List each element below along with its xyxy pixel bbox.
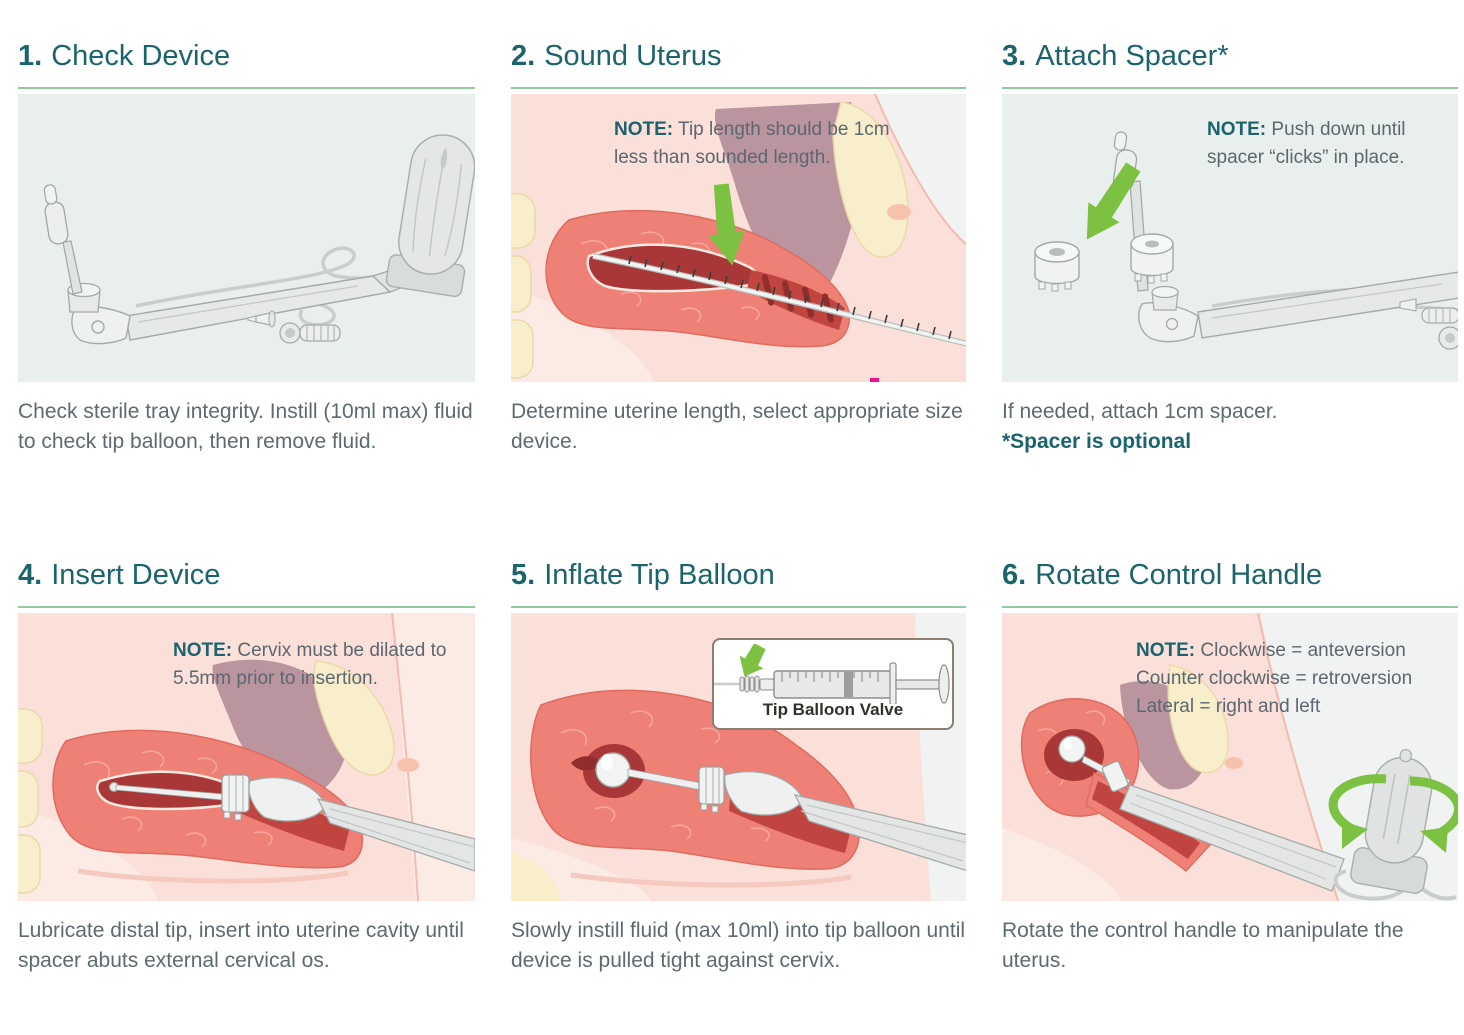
step-card-1: 1.Check Device <box>18 38 475 457</box>
note-label: NOTE: <box>614 119 674 140</box>
step-card-6: 6.Rotate Control Handle <box>1002 557 1458 976</box>
green-rule <box>1002 87 1458 89</box>
step-card-2: 2.Sound Uterus <box>511 38 966 457</box>
step-2-caption: Determine uterine length, select appropr… <box>511 400 963 453</box>
step-2-illustration: NOTE: Tip length should be 1cm less than… <box>511 94 966 382</box>
green-rule <box>18 87 475 89</box>
green-rule <box>18 606 475 608</box>
step-2-heading: 2.Sound Uterus <box>511 38 966 74</box>
step-title: Inflate Tip Balloon <box>544 559 775 591</box>
green-rule <box>511 87 966 89</box>
spacer-loose <box>1034 241 1080 292</box>
step-4-caption: Lubricate distal tip, insert into uterin… <box>18 919 464 972</box>
note-text: Clockwise = anteversion <box>1200 640 1406 661</box>
step-4-heading: 4.Insert Device <box>18 557 475 593</box>
tip-balloon-graphic <box>1058 735 1086 763</box>
green-rule <box>1002 606 1458 608</box>
step-4-illustration: NOTE: Cervix must be dilated to 5.5mm pr… <box>18 613 475 901</box>
note-label: NOTE: <box>1136 640 1196 661</box>
note-text: Cervix must be dilated to 5.5mm prior to… <box>173 640 447 689</box>
step-1-heading: 1.Check Device <box>18 38 475 74</box>
step-5-illustration: Tip Balloon Valve <box>511 613 966 901</box>
step-card-3: 3.Attach Spacer* <box>1002 38 1458 457</box>
note: NOTE: Cervix must be dilated to 5.5mm pr… <box>173 637 465 693</box>
note: NOTE: Push down until spacer “clicks” in… <box>1207 116 1441 172</box>
note-text: Push down until spacer “clicks” in place… <box>1207 119 1406 168</box>
spacer-at-cervix <box>221 774 250 821</box>
step-number: 1. <box>18 40 43 72</box>
step-card-5: 5.Inflate Tip Balloon <box>511 557 966 976</box>
step-6-heading: 6.Rotate Control Handle <box>1002 557 1458 593</box>
tip-balloon-graphic <box>595 752 631 788</box>
control-handle-graphic <box>1350 748 1433 894</box>
attach-spacer-graphic <box>1002 94 1458 382</box>
spacer-at-cervix <box>698 766 725 813</box>
green-rule <box>511 606 966 608</box>
step-1-illustration <box>18 94 475 382</box>
note-label: NOTE: <box>1207 119 1267 140</box>
sound-uterus-graphic <box>511 94 966 382</box>
note-text: Tip length should be 1cm less than sound… <box>614 119 890 168</box>
step-title: Check Device <box>51 40 231 72</box>
step-number: 5. <box>511 559 536 591</box>
step-3-caption: If needed, attach 1cm spacer. <box>1002 400 1278 423</box>
note-line: Lateral = right and left <box>1136 696 1321 717</box>
step-5-caption: Slowly instill fluid (max 10ml) into tip… <box>511 919 966 972</box>
inset-label: Tip Balloon Valve <box>762 700 904 719</box>
note-line: Counter clockwise = retroversion <box>1136 668 1413 689</box>
tip-balloon-valve-inset: Tip Balloon Valve <box>712 638 954 730</box>
step-number: 3. <box>1002 40 1027 72</box>
magenta-marker <box>870 378 879 382</box>
note-label: NOTE: <box>173 640 233 661</box>
rotate-handle-graphic <box>1002 613 1458 901</box>
step-1-caption: Check sterile tray integrity. Instill (1… <box>18 400 473 453</box>
push-down-arrow-icon <box>1086 162 1141 240</box>
handle-hole <box>440 147 448 170</box>
spacer-on-shaft <box>1130 233 1174 284</box>
steps-grid: 1.Check Device <box>18 38 1458 976</box>
syringe-graphic <box>714 644 950 704</box>
step-card-4: 4.Insert Device <box>18 557 475 976</box>
step-6-caption: Rotate the control handle to manipulate … <box>1002 919 1404 972</box>
note: NOTE: Clockwise = anteversion Counter cl… <box>1136 637 1454 721</box>
step-title: Rotate Control Handle <box>1035 559 1323 591</box>
note-line: NOTE: Clockwise = anteversion <box>1136 637 1454 665</box>
step-title: Sound Uterus <box>544 40 722 72</box>
step-5-heading: 5.Inflate Tip Balloon <box>511 557 966 593</box>
down-arrow-icon <box>708 183 745 266</box>
note: NOTE: Tip length should be 1cm less than… <box>614 116 914 172</box>
step-3-heading: 3.Attach Spacer* <box>1002 38 1458 74</box>
valve-graphic <box>739 675 760 693</box>
sound-tick-marks <box>628 255 952 340</box>
rotation-arrows-icon <box>1328 774 1458 853</box>
step-3-illustration: NOTE: Push down until spacer “clicks” in… <box>1002 94 1458 382</box>
step-title: Attach Spacer* <box>1035 40 1229 72</box>
step-number: 6. <box>1002 559 1027 591</box>
step-number: 4. <box>18 559 43 591</box>
step-title: Insert Device <box>51 559 221 591</box>
device-overview-graphic <box>18 94 475 382</box>
step-6-illustration: NOTE: Clockwise = anteversion Counter cl… <box>1002 613 1458 901</box>
insert-device-graphic <box>18 613 475 901</box>
valve-arrow-icon <box>739 644 766 677</box>
step-3-caption-bold: *Spacer is optional <box>1002 430 1192 453</box>
step-number: 2. <box>511 40 536 72</box>
